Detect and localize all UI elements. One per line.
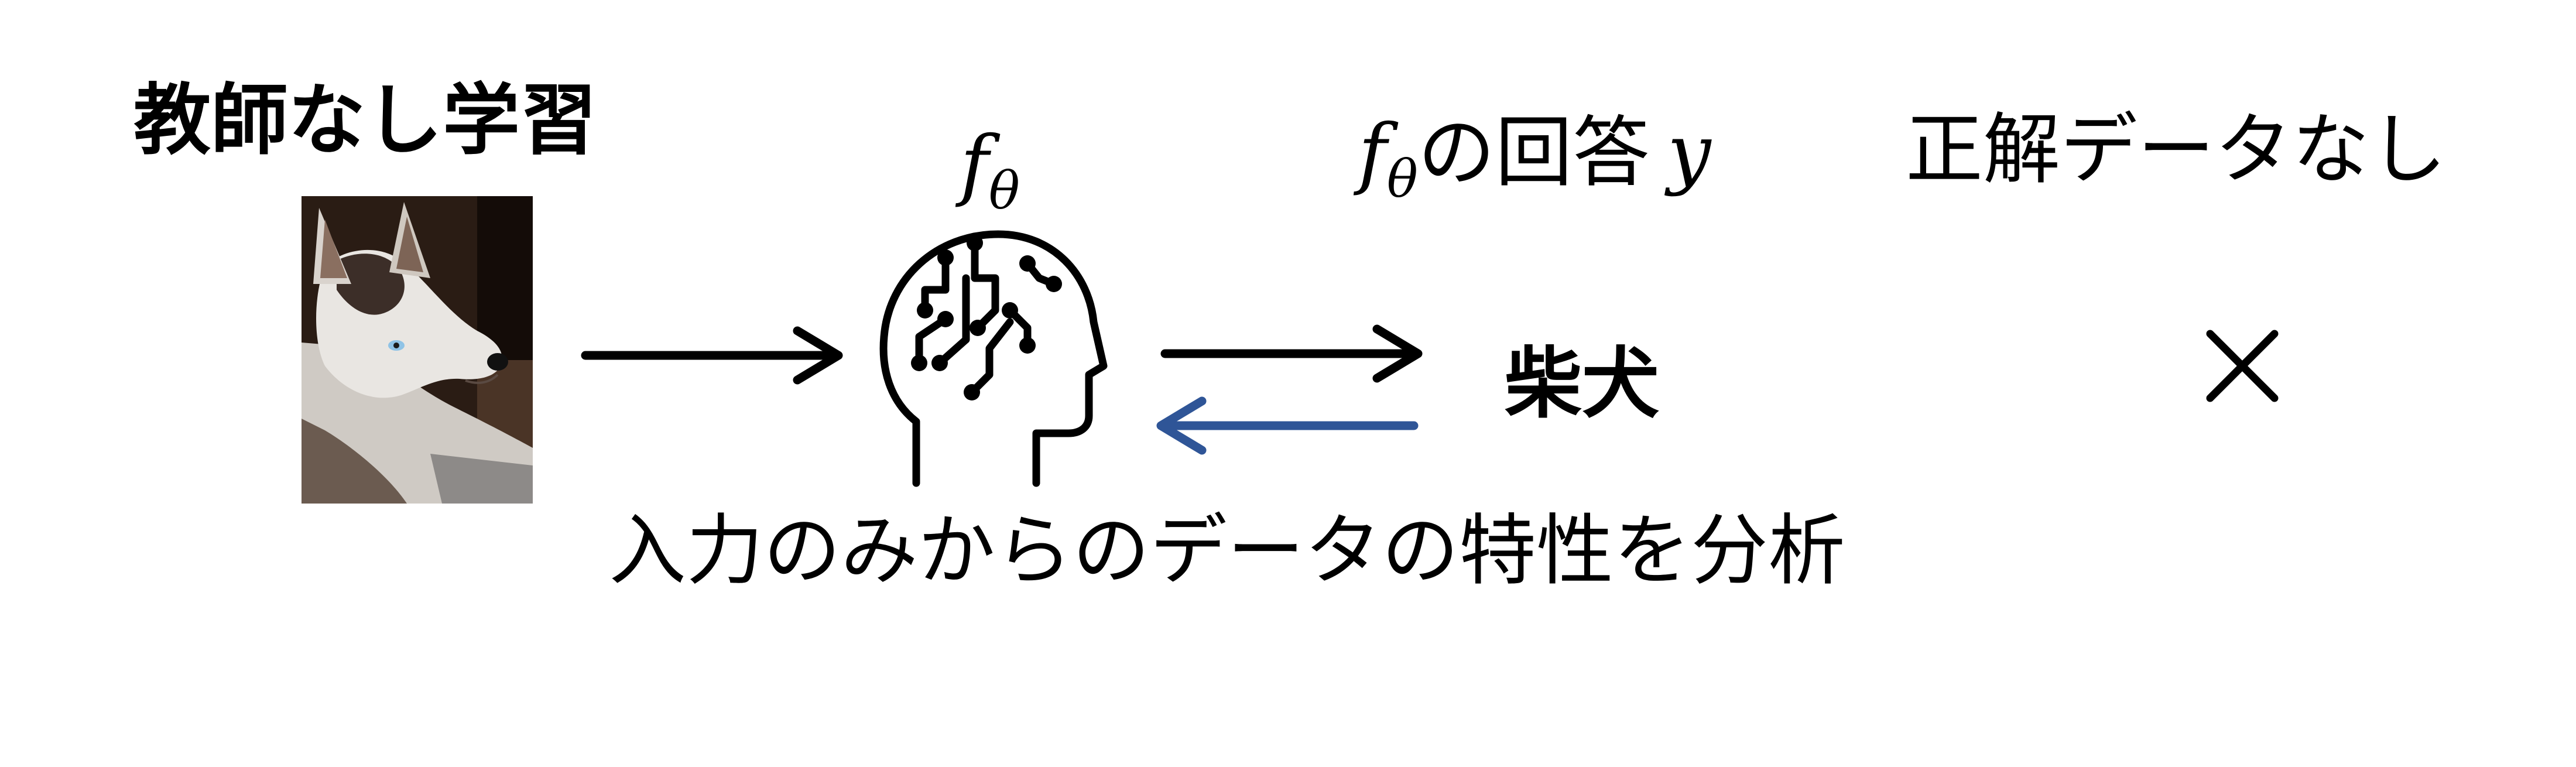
no-ground-truth-label: 正解データなし (1906, 105, 2447, 195)
input-to-model-arrow (581, 326, 843, 385)
husky-photo (302, 196, 533, 504)
diagram-title: 教師なし学習 (133, 76, 597, 166)
diagram-caption: 入力のみからのデータの特性を分析 (609, 506, 1845, 596)
output-to-model-feedback-arrow (1156, 396, 1419, 455)
brain-head-icon (879, 230, 1108, 487)
model-label: fθ (960, 119, 1020, 221)
model-output-label: 柴犬 (1505, 339, 1659, 429)
cross-mark-icon (2206, 330, 2279, 402)
model-to-output-arrow (1160, 324, 1423, 383)
